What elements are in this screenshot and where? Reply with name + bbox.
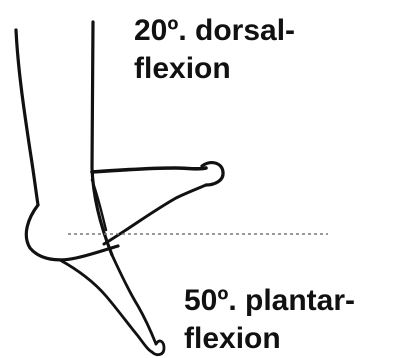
leg-back-outline	[16, 30, 38, 205]
plantar-flexion-label-line2: flexion	[184, 320, 355, 358]
dorsal-flexion-label-line2: flexion	[134, 50, 295, 88]
plantar-flexion-label: 50º. plantar- flexion	[184, 282, 355, 358]
plantarflexed-toe	[152, 341, 164, 355]
plantar-flexion-label-line1: 50º. plantar-	[184, 282, 355, 320]
dorsal-flexion-label: 20º. dorsal- flexion	[134, 12, 295, 88]
dorsiflexed-foot-top	[92, 168, 206, 172]
ankle-outline	[92, 180, 106, 230]
dorsiflexed-toe	[202, 163, 223, 185]
leg-front-outline	[92, 22, 112, 255]
dorsiflexed-foot-sole	[104, 185, 206, 244]
dorsal-flexion-label-line1: 20º. dorsal-	[134, 12, 295, 50]
